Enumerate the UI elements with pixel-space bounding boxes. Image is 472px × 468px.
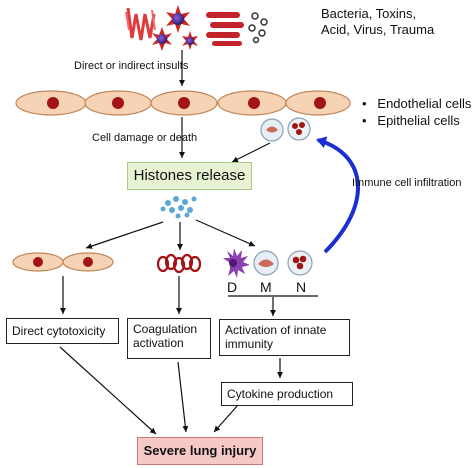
macrophage-label: M <box>260 279 272 295</box>
neutrophil-label: N <box>296 279 307 295</box>
toxin-icon <box>248 12 268 44</box>
neutrophil-icon <box>287 250 313 276</box>
label-direct-insults: Direct or indirect insults <box>74 60 189 72</box>
arrow-cytokine-to-severe <box>213 404 239 433</box>
arrow-immune-infiltration <box>316 136 360 254</box>
cytokine-production-box: Cytokine production <box>221 382 353 406</box>
cell-legend: • Endothelial cells • Epithelial cells <box>362 95 471 129</box>
insults-line-2: Acid, Virus, Trauma <box>321 22 435 37</box>
virus-icon <box>152 5 198 51</box>
label-immune-infiltration: Immune cell infiltration <box>352 177 462 189</box>
cell-nucleus <box>314 97 326 109</box>
legend-bullet: • <box>362 113 367 128</box>
coagulation-line-1: Coagulation <box>133 322 198 336</box>
legend-epithelial: Epithelial cells <box>377 113 460 128</box>
macrophage-icon <box>253 250 279 276</box>
cell-nucleus <box>178 97 190 109</box>
immune-cells-infiltrating <box>260 117 311 142</box>
coagulation-line-2: activation <box>133 336 184 350</box>
histones-release-box: Histones release <box>127 162 252 190</box>
bacteria-icon <box>206 12 244 46</box>
innate-immunity-box: Activation of innate immunity <box>219 319 350 356</box>
histone-particles <box>160 196 197 219</box>
arrow-to-immune <box>195 219 256 247</box>
direct-cytotoxicity-box: Direct cytotoxicity <box>6 318 119 344</box>
insults-label: Bacteria, Toxins, Acid, Virus, Trauma <box>321 6 434 38</box>
arrow-immune-to-histones <box>231 142 271 163</box>
innate-line-1: Activation of innate <box>225 323 327 337</box>
insults-line-1: Bacteria, Toxins, <box>321 6 417 21</box>
cell-nucleus <box>47 97 59 109</box>
arrow-cyto-to-severe <box>59 346 157 435</box>
arrow-to-cells <box>85 221 164 249</box>
acid-icon <box>125 7 156 41</box>
dendritic-cell-label: D <box>227 279 238 295</box>
coagulation-icon <box>156 253 202 274</box>
cell-nucleus <box>112 97 124 109</box>
damaged-cells <box>12 252 114 272</box>
cell-row <box>15 90 351 116</box>
cell-nucleus <box>248 97 260 109</box>
innate-line-2: immunity <box>225 337 274 351</box>
coagulation-box: Coagulation activation <box>127 318 211 359</box>
arrow-coag-to-severe <box>177 361 189 433</box>
legend-bullet: • <box>362 96 367 111</box>
label-cell-damage: Cell damage or death <box>92 132 198 144</box>
severe-lung-injury-box: Severe lung injury <box>137 437 263 465</box>
dendritic-cell-icon <box>223 248 250 278</box>
legend-endothelial: Endothelial cells <box>377 96 472 111</box>
